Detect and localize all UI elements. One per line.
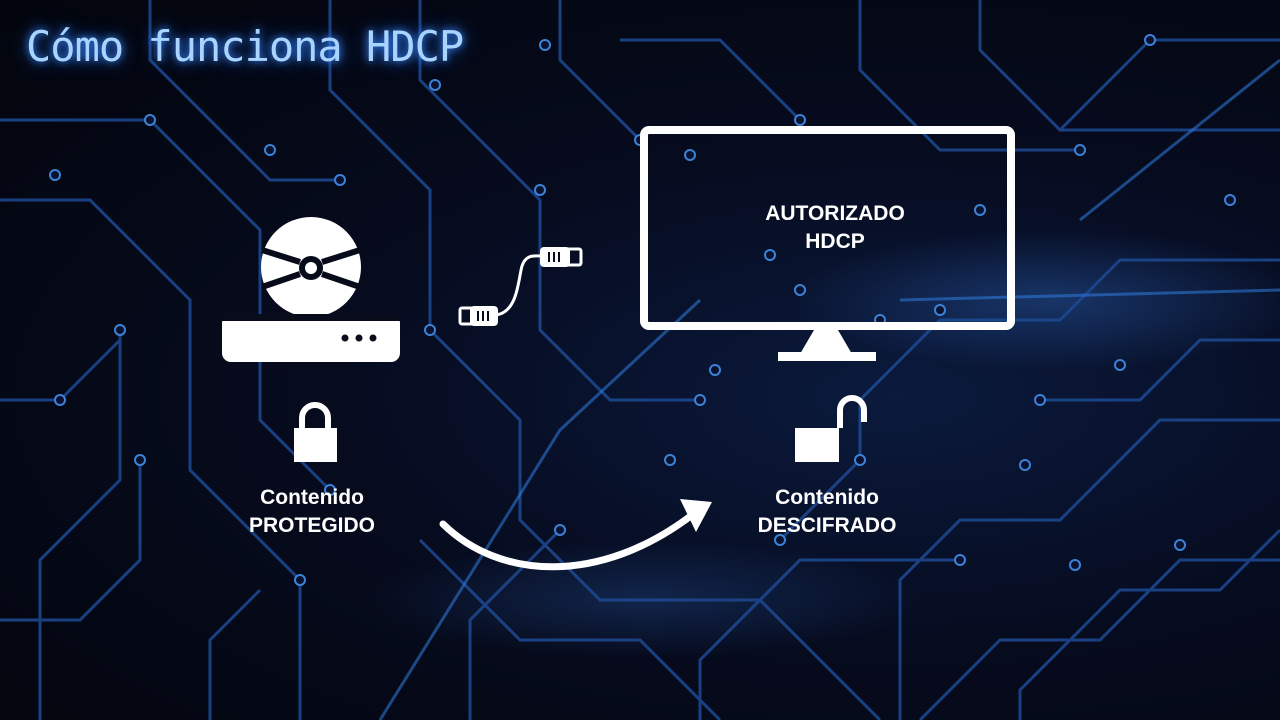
lock-closed-icon xyxy=(294,402,337,462)
hdmi-cable-icon xyxy=(458,247,583,326)
destination-label-line2: DESCIFRADO xyxy=(757,514,897,537)
disc-player-icon xyxy=(222,217,400,362)
curved-arrow-icon xyxy=(439,499,712,571)
monitor-status-line1: AUTORIZADO xyxy=(765,202,905,225)
lock-open-icon xyxy=(795,395,867,462)
source-label-line2: PROTEGIDO xyxy=(248,514,375,537)
monitor-status-text: AUTORIZADO HDCP xyxy=(700,200,970,256)
destination-content-label: Contenido DESCIFRADO xyxy=(727,484,927,540)
page-title: Cómo funciona HDCP xyxy=(26,22,464,71)
monitor-icon xyxy=(640,126,1015,361)
destination-label-line1: Contenido xyxy=(775,486,879,509)
source-content-label: Contenido PROTEGIDO xyxy=(212,484,412,540)
source-label-line1: Contenido xyxy=(260,486,364,509)
monitor-status-line2: HDCP xyxy=(805,230,865,253)
